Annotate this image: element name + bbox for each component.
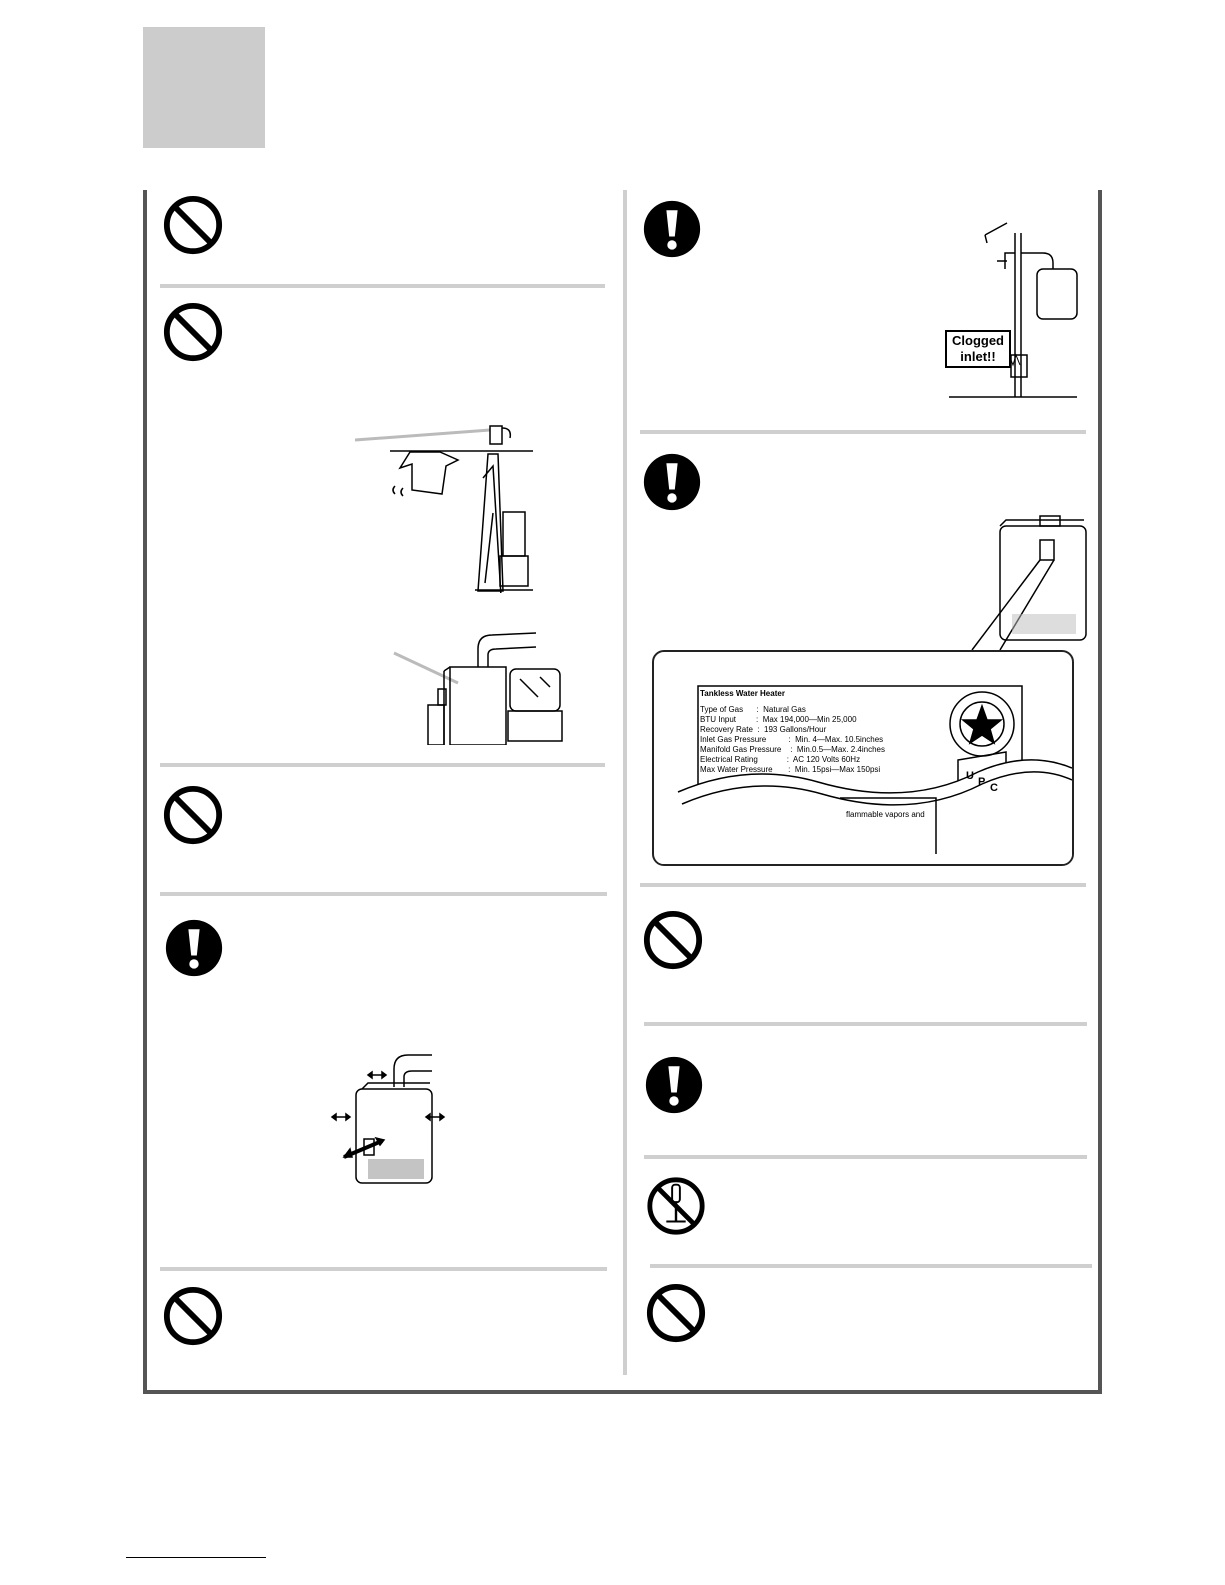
right-divider-4 bbox=[644, 1155, 1087, 1159]
rating-plate-row: Type of Gas : Natural Gas bbox=[700, 705, 806, 714]
prohibited-icon bbox=[162, 301, 224, 363]
right-divider-1 bbox=[640, 430, 1086, 434]
page-frame bbox=[143, 190, 1102, 1394]
left-divider-3 bbox=[160, 892, 607, 896]
rating-plate-row: Max Water Pressure : Min. 15psi—Max 150p… bbox=[700, 765, 881, 774]
section-marker-block bbox=[143, 27, 265, 148]
rating-plate-title: Tankless Water Heater bbox=[700, 689, 785, 698]
right-divider-5 bbox=[650, 1264, 1092, 1268]
upc-mark-letter: C bbox=[990, 782, 998, 794]
laundry-near-vent-illustration bbox=[354, 418, 535, 597]
left-divider-1 bbox=[160, 284, 605, 288]
upc-mark-letter: U bbox=[966, 770, 974, 782]
rating-plate-row: Manifold Gas Pressure : Min.0.5—Max. 2.4… bbox=[700, 745, 885, 754]
rating-plate-row: Recovery Rate : 193 Gallons/Hour bbox=[700, 725, 827, 734]
prohibited-icon bbox=[162, 784, 224, 846]
prohibited-icon bbox=[162, 1285, 224, 1347]
prohibited-icon bbox=[162, 194, 224, 256]
mandatory-icon bbox=[642, 199, 702, 259]
rating-plate-row: BTU Input : Max 194,000—Min 25,000 bbox=[700, 715, 857, 724]
footer-rule bbox=[126, 1555, 266, 1558]
left-divider-2 bbox=[160, 763, 605, 767]
column-divider bbox=[623, 190, 627, 1375]
left-divider-4 bbox=[160, 1267, 607, 1271]
mandatory-icon bbox=[164, 918, 224, 978]
rating-plate-text: Tankless Water Heater Type of Gas : Natu… bbox=[700, 689, 900, 775]
rating-plate-row: Inlet Gas Pressure : Min. 4—Max. 10.5inc… bbox=[700, 735, 884, 744]
rating-plate-row: Electrical Rating : AC 120 Volts 60Hz bbox=[700, 755, 861, 764]
do-not-disassemble-icon bbox=[645, 1175, 707, 1237]
rating-plate-footnote: flammable vapors and bbox=[846, 810, 925, 819]
heater-clearance-illustration bbox=[328, 1045, 448, 1185]
heater-rating-plate-illustration bbox=[960, 514, 1095, 654]
mandatory-icon bbox=[644, 1055, 704, 1115]
right-divider-2 bbox=[640, 883, 1086, 887]
spray-near-heater-illustration bbox=[390, 625, 580, 746]
clogged-inlet-illustration bbox=[945, 215, 1080, 400]
rating-plate-enlargement: Tankless Water Heater Type of Gas : Natu… bbox=[652, 650, 1074, 866]
clogged-inlet-callout: Clogged inlet!! bbox=[945, 330, 1011, 368]
prohibited-icon bbox=[645, 1282, 707, 1344]
right-divider-3 bbox=[644, 1022, 1087, 1026]
upc-mark-letter: P bbox=[978, 776, 986, 788]
mandatory-icon bbox=[642, 452, 702, 512]
prohibited-icon bbox=[642, 909, 704, 971]
